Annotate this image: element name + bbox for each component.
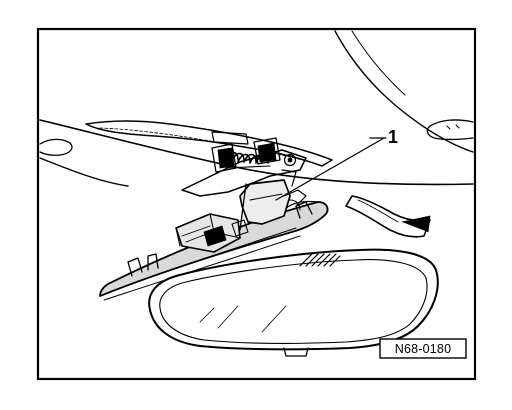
reference-code: N68-0180: [395, 342, 452, 356]
callout-1-leader: [275, 137, 385, 201]
reference-code-box: N68-0180: [379, 338, 467, 359]
mirror-housing: [148, 248, 439, 357]
roof-cutout: [85, 120, 333, 167]
housing-vent: [299, 253, 341, 267]
headliner: [39, 30, 474, 187]
callout-1-label: 1: [388, 127, 398, 147]
retaining-bracket: [181, 137, 307, 197]
spring-coils: [225, 151, 271, 169]
wiring-connector: [175, 213, 249, 253]
figure-frame: [36, 27, 477, 381]
cover-clip: [345, 195, 431, 238]
